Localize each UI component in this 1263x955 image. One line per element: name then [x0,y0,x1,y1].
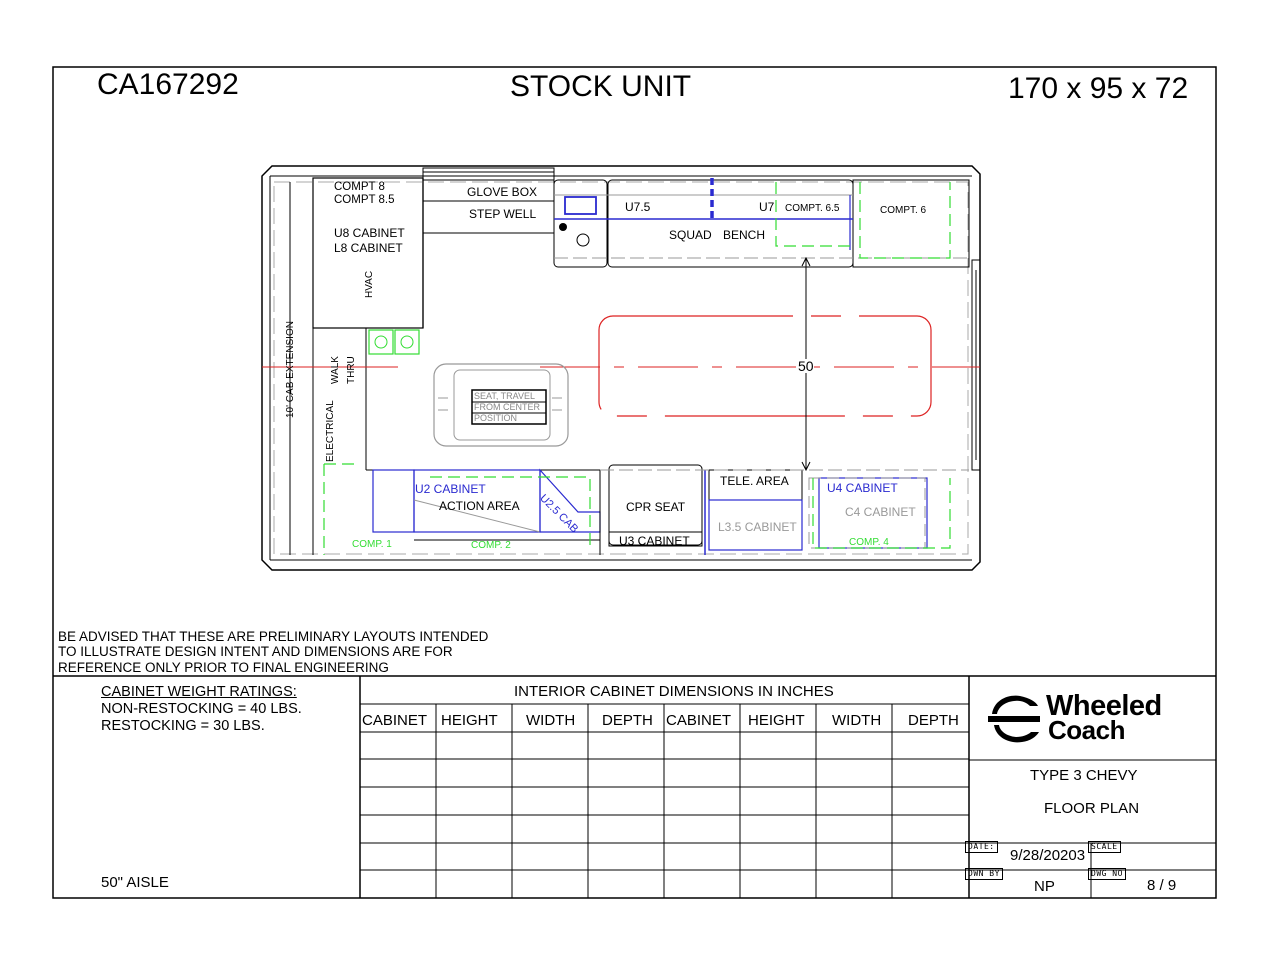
sheet-border [52,66,1217,899]
label-bench: BENCH [723,228,766,242]
disclaimer-line-2: TO ILLUSTRATE DESIGN INTENT AND DIMENSIO… [58,644,453,659]
label-walk: WALK [330,356,341,384]
wheeled-coach-logo-icon [988,695,1040,743]
weight-restocking: RESTOCKING = 30 LBS. [101,718,265,734]
drawn-by-label: DWN BY [965,868,1003,880]
label-compt8: COMPT 8 [334,181,385,193]
label-comp4: COMP. 4 [849,537,889,548]
label-l35-cabinet: L3.5 CABINET [718,520,797,534]
label-tele-area: TELE. AREA [720,474,789,488]
label-u75: U7.5 [625,200,651,214]
label-cpr-seat: CPR SEAT [626,500,686,514]
drawing-date: 9/28/20203 [1010,847,1086,864]
label-seat-line1: SEAT, TRAVEL [474,391,536,401]
weight-non-restocking: NON-RESTOCKING = 40 LBS. [101,701,302,717]
date-label: DATE: [965,841,998,853]
label-c4-cabinet: C4 CABINET [845,505,916,519]
label-seat-line3: POSITION [474,413,518,423]
disclaimer-line-3: REFERENCE ONLY PRIOR TO FINAL ENGINEERIN… [58,660,389,675]
label-seat-line2: FROM CENTER [474,402,540,412]
label-comp2: COMP. 2 [471,540,511,551]
label-hvac: HVAC [364,270,375,298]
col-header-depth: DEPTH [908,712,959,729]
drawing-title: STOCK UNIT [510,70,692,103]
drawn-by: NP [1034,878,1055,895]
vehicle-type: TYPE 3 CHEVY [1030,767,1138,784]
aisle-note: 50" AISLE [101,874,169,891]
disclaimer-line-1: BE ADVISED THAT THESE ARE PRELIMINARY LA… [58,629,489,644]
label-u3-cabinet: U3 CABINET [619,534,690,548]
scale-label: SCALE [1088,841,1121,853]
logo-wheeled: Wheeled [1046,690,1162,722]
label-action-area: ACTION AREA [439,499,520,513]
label-u2-cabinet: U2 CABINET [415,482,486,496]
label-u7: U7 [759,200,775,214]
logo-coach: Coach [1048,715,1125,745]
col-header-height: HEIGHT [441,712,498,729]
col-header-cabinet: CABINET [666,712,732,729]
job-number: CA167292 [97,68,239,101]
label-electrical: ELECTRICAL [325,400,336,462]
col-header-width: WIDTH [832,712,882,729]
label-compt85: COMPT 8.5 [334,194,395,206]
aisle-dimension: 50 [798,358,814,374]
dwg-no-label: DWG NO [1088,868,1126,880]
weight-ratings-title: CABINET WEIGHT RATINGS: [101,684,297,700]
label-cab-extension: 10' CAB EXTENSION [285,321,296,418]
drawing-number: 8 / 9 [1147,877,1177,894]
dimensions-table-title: INTERIOR CABINET DIMENSIONS IN INCHES [514,683,834,700]
label-compt65: COMPT. 6.5 [785,203,840,214]
label-comp1: COMP. 1 [352,539,392,550]
floorplan [261,165,981,571]
label-thru: THRU [346,356,357,384]
label-u4-cabinet: U4 CABINET [827,481,898,495]
col-header-height: HEIGHT [748,712,805,729]
label-u8-cabinet: U8 CABINET [334,226,405,240]
unit-dimensions: 170 x 95 x 72 [1008,72,1189,105]
col-header-depth: DEPTH [602,712,653,729]
col-header-cabinet: CABINET [362,712,428,729]
label-step-well: STEP WELL [469,207,537,221]
dimensions-table-grid [360,703,969,898]
col-header-width: WIDTH [526,712,576,729]
label-glove-box: GLOVE BOX [467,185,538,199]
label-l8-cabinet: L8 CABINET [334,241,403,255]
plan-type: FLOOR PLAN [1044,800,1140,817]
label-compt6: COMPT. 6 [880,205,927,216]
label-squad: SQUAD [669,228,712,242]
